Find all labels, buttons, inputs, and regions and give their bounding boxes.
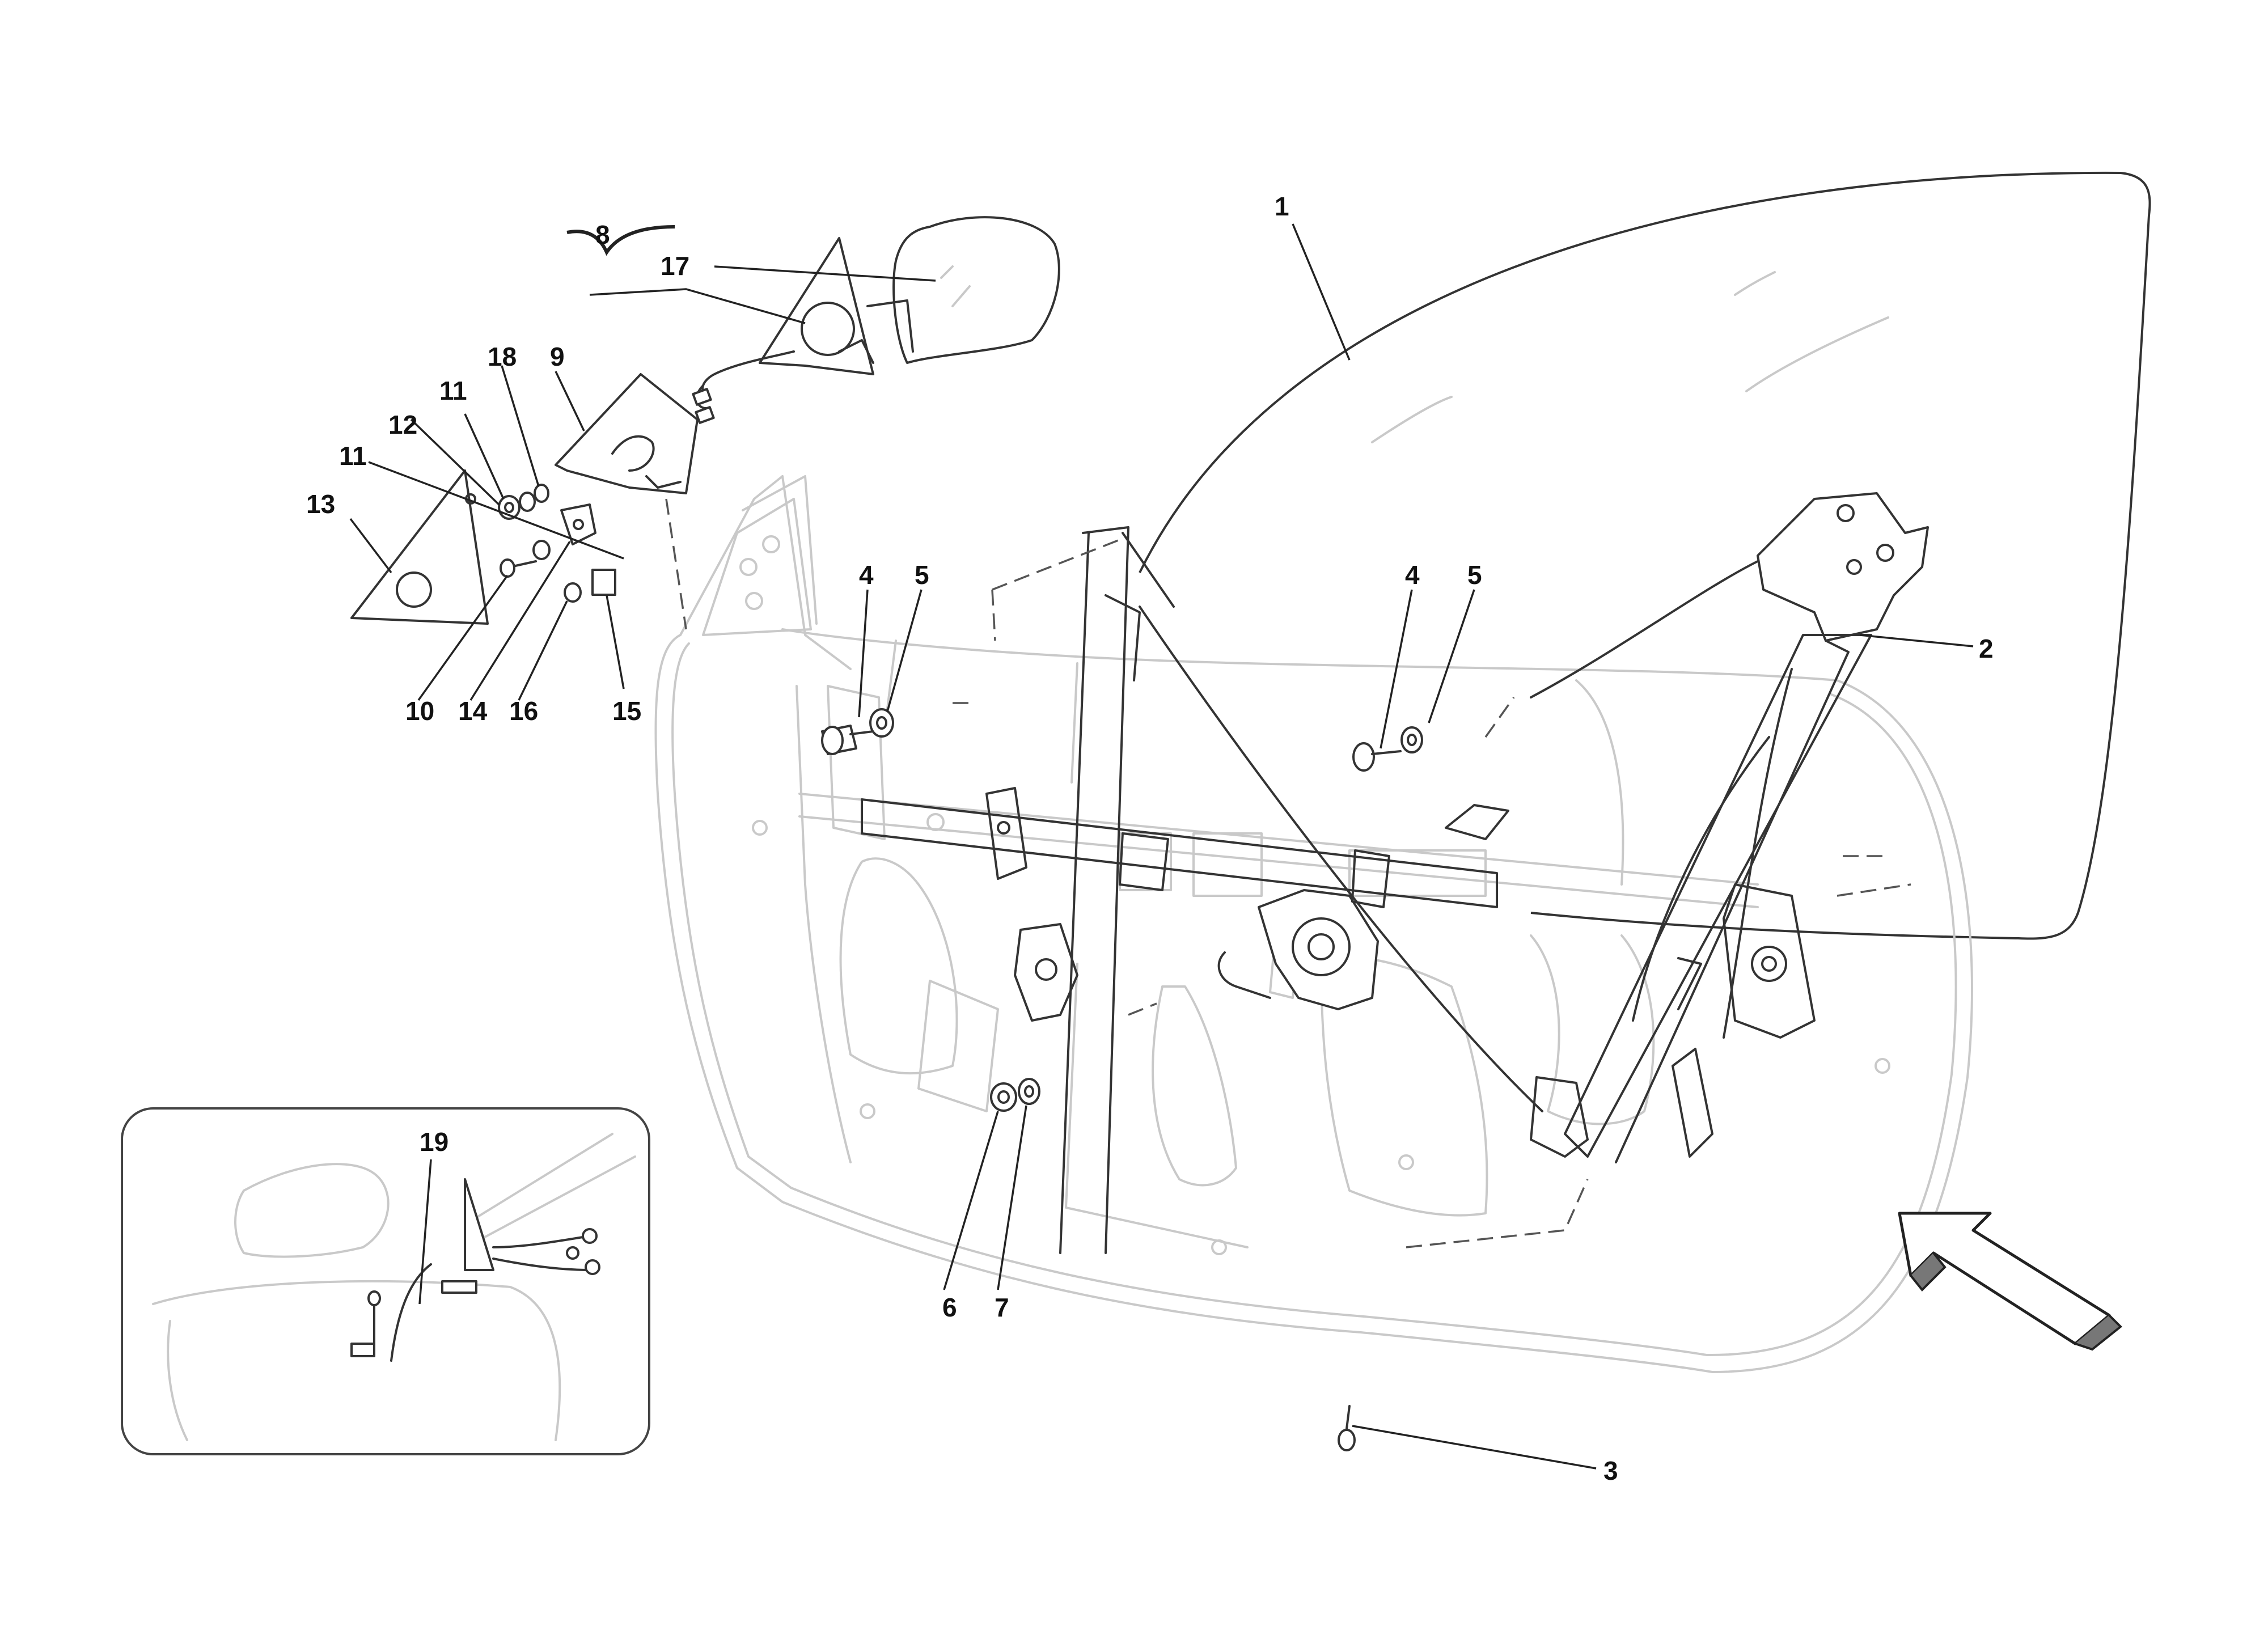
assembly-dashed-lines — [665, 498, 1911, 1248]
window-guide-channel — [1059, 526, 1543, 1254]
callout-11-upper: 11 — [439, 376, 467, 405]
callout-15: 15 — [612, 696, 641, 726]
callout-5-rear: 5 — [1467, 560, 1482, 590]
nut-6[interactable] — [990, 1082, 1017, 1112]
callout-4-front: 4 — [859, 560, 874, 590]
washer-11-lower[interactable] — [532, 540, 551, 560]
washer-7[interactable] — [1018, 1078, 1040, 1105]
callout-13: 13 — [306, 489, 335, 519]
callout-labels: 1 2 3 4 5 4 5 6 7 8 9 10 11 11 12 13 14 … — [306, 192, 1994, 1485]
door-mirror-mount-panel — [702, 498, 812, 636]
screw-3[interactable] — [1338, 1405, 1356, 1451]
callout-19: 19 — [420, 1127, 448, 1157]
callout-6: 6 — [942, 1293, 957, 1322]
callout-10: 10 — [405, 696, 434, 726]
window-regulator[interactable] — [1445, 492, 1929, 1163]
callout-11-lower: 11 — [339, 441, 367, 471]
callout-4-rear: 4 — [1405, 560, 1420, 590]
exterior-mirror[interactable] — [713, 216, 1060, 375]
washer-18[interactable] — [534, 484, 549, 503]
callout-18: 18 — [488, 342, 517, 371]
bracket-14[interactable] — [560, 503, 596, 545]
callout-leaders — [349, 223, 1974, 1470]
mirror-base-9[interactable] — [555, 373, 699, 494]
bolt-4-rear[interactable] — [1352, 742, 1402, 772]
callout-14: 14 — [458, 696, 488, 726]
callout-3: 3 — [1603, 1456, 1618, 1485]
regulator-motor-assembly[interactable] — [861, 787, 1498, 1022]
inset-detail-panel — [121, 1107, 650, 1455]
callout-12: 12 — [388, 410, 417, 439]
washer-5-front[interactable] — [869, 708, 894, 738]
washer-11-upper[interactable] — [519, 492, 536, 512]
callout-1: 1 — [1275, 192, 1289, 221]
callout-8: 8 — [595, 220, 610, 249]
callout-7: 7 — [995, 1293, 1009, 1322]
nut-16[interactable] — [564, 582, 582, 603]
door-window-glass[interactable] — [1139, 171, 2151, 940]
callout-9: 9 — [550, 342, 565, 371]
callout-5-front: 5 — [915, 560, 929, 590]
callout-2: 2 — [1979, 634, 1994, 663]
bolt-4-front[interactable] — [821, 725, 874, 755]
direction-arrow-icon — [1898, 1212, 2122, 1351]
callout-17: 17 — [661, 251, 689, 281]
nut-12[interactable] — [498, 495, 521, 520]
clip-15[interactable] — [591, 569, 616, 596]
callout-16: 16 — [509, 696, 538, 726]
screw-10[interactable] — [500, 558, 537, 578]
washer-5-rear[interactable] — [1400, 726, 1423, 753]
cover-13[interactable] — [350, 469, 489, 625]
mirror-wiring — [692, 373, 716, 424]
